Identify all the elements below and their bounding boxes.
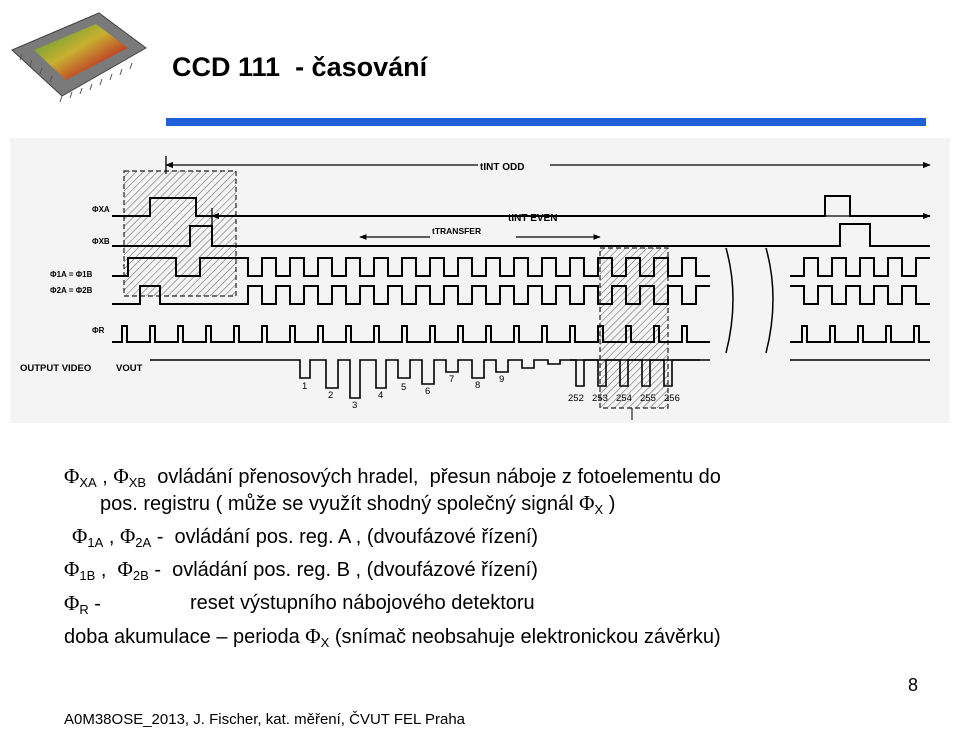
pixel-number-254: 254 <box>616 393 632 404</box>
pixel-number-6: 6 <box>425 386 430 397</box>
pixel-number-1: 1 <box>302 381 307 392</box>
desc-line-pos-registru: pos. registru ( může se využít shodný sp… <box>100 491 616 517</box>
hatched-transfer-region-start <box>123 170 237 297</box>
pixel-number-2: 2 <box>328 390 333 401</box>
t-transfer-label: tTRANSFER <box>432 226 481 236</box>
pixel-number-253: 253 <box>592 393 608 404</box>
pixel-number-256: 256 <box>664 393 680 404</box>
pixel-number-8: 8 <box>475 380 480 391</box>
pixel-number-255: 255 <box>640 393 656 404</box>
ccd-timing-diagram: tINT ODD tINT EVEN tTRANSFER ΦXA ΦXB Φ1A… <box>10 138 950 423</box>
waveform-output-video <box>150 359 710 399</box>
desc-line-phi-1b-2b: Φ1B , Φ2B - ovládání pos. reg. B , (dvou… <box>64 557 538 583</box>
footer-text: A0M38OSE_2013, J. Fischer, kat. měření, … <box>64 711 466 728</box>
waveform-phi-xa <box>112 195 930 217</box>
label-phi-1a-1b: Φ1A = Φ1B <box>50 270 93 279</box>
label-output-video: OUTPUT VIDEO <box>20 363 91 374</box>
waveform-phi-r <box>112 325 710 343</box>
pixel-number-252: 252 <box>568 393 584 404</box>
hatched-transfer-region-end <box>599 247 669 409</box>
label-phi-2a-2b: Φ2A = Φ2B <box>50 286 93 295</box>
t-int-even-label: tINT EVEN <box>508 213 557 224</box>
pixel-number-7: 7 <box>449 374 454 385</box>
label-phi-xa: ΦXA <box>92 205 110 214</box>
pixel-number-9: 9 <box>499 374 504 385</box>
waveform-phi-2 <box>112 285 710 305</box>
desc-line-doba-akumulace: doba akumulace – perioda ΦX (snímač neob… <box>64 624 721 650</box>
label-phi-xb: ΦXB <box>92 237 110 246</box>
pixel-number-5: 5 <box>401 382 406 393</box>
page-title: CCD 111 - časování <box>172 52 428 82</box>
waveform-phi-xb <box>112 223 930 247</box>
slide-number: 8 <box>908 675 919 695</box>
ccd-chip-logo <box>11 12 147 103</box>
t-int-odd-label: tINT ODD <box>480 162 524 173</box>
desc-line-phi-x: ΦXA , ΦXB ovládání přenosových hradel, p… <box>64 464 721 490</box>
label-vout: VOUT <box>116 363 143 374</box>
waveform-phi-1 <box>112 257 710 277</box>
label-phi-r: ΦR <box>92 326 105 335</box>
pixel-number-4: 4 <box>378 390 383 401</box>
title-underline-bar <box>166 118 926 126</box>
desc-line-phi-r: ΦR -reset výstupního nábojového detektor… <box>64 591 535 617</box>
pixel-number-3: 3 <box>352 400 357 411</box>
desc-line-phi-1a-2a: Φ1A , Φ2A - ovládání pos. reg. A , (dvou… <box>72 524 539 550</box>
